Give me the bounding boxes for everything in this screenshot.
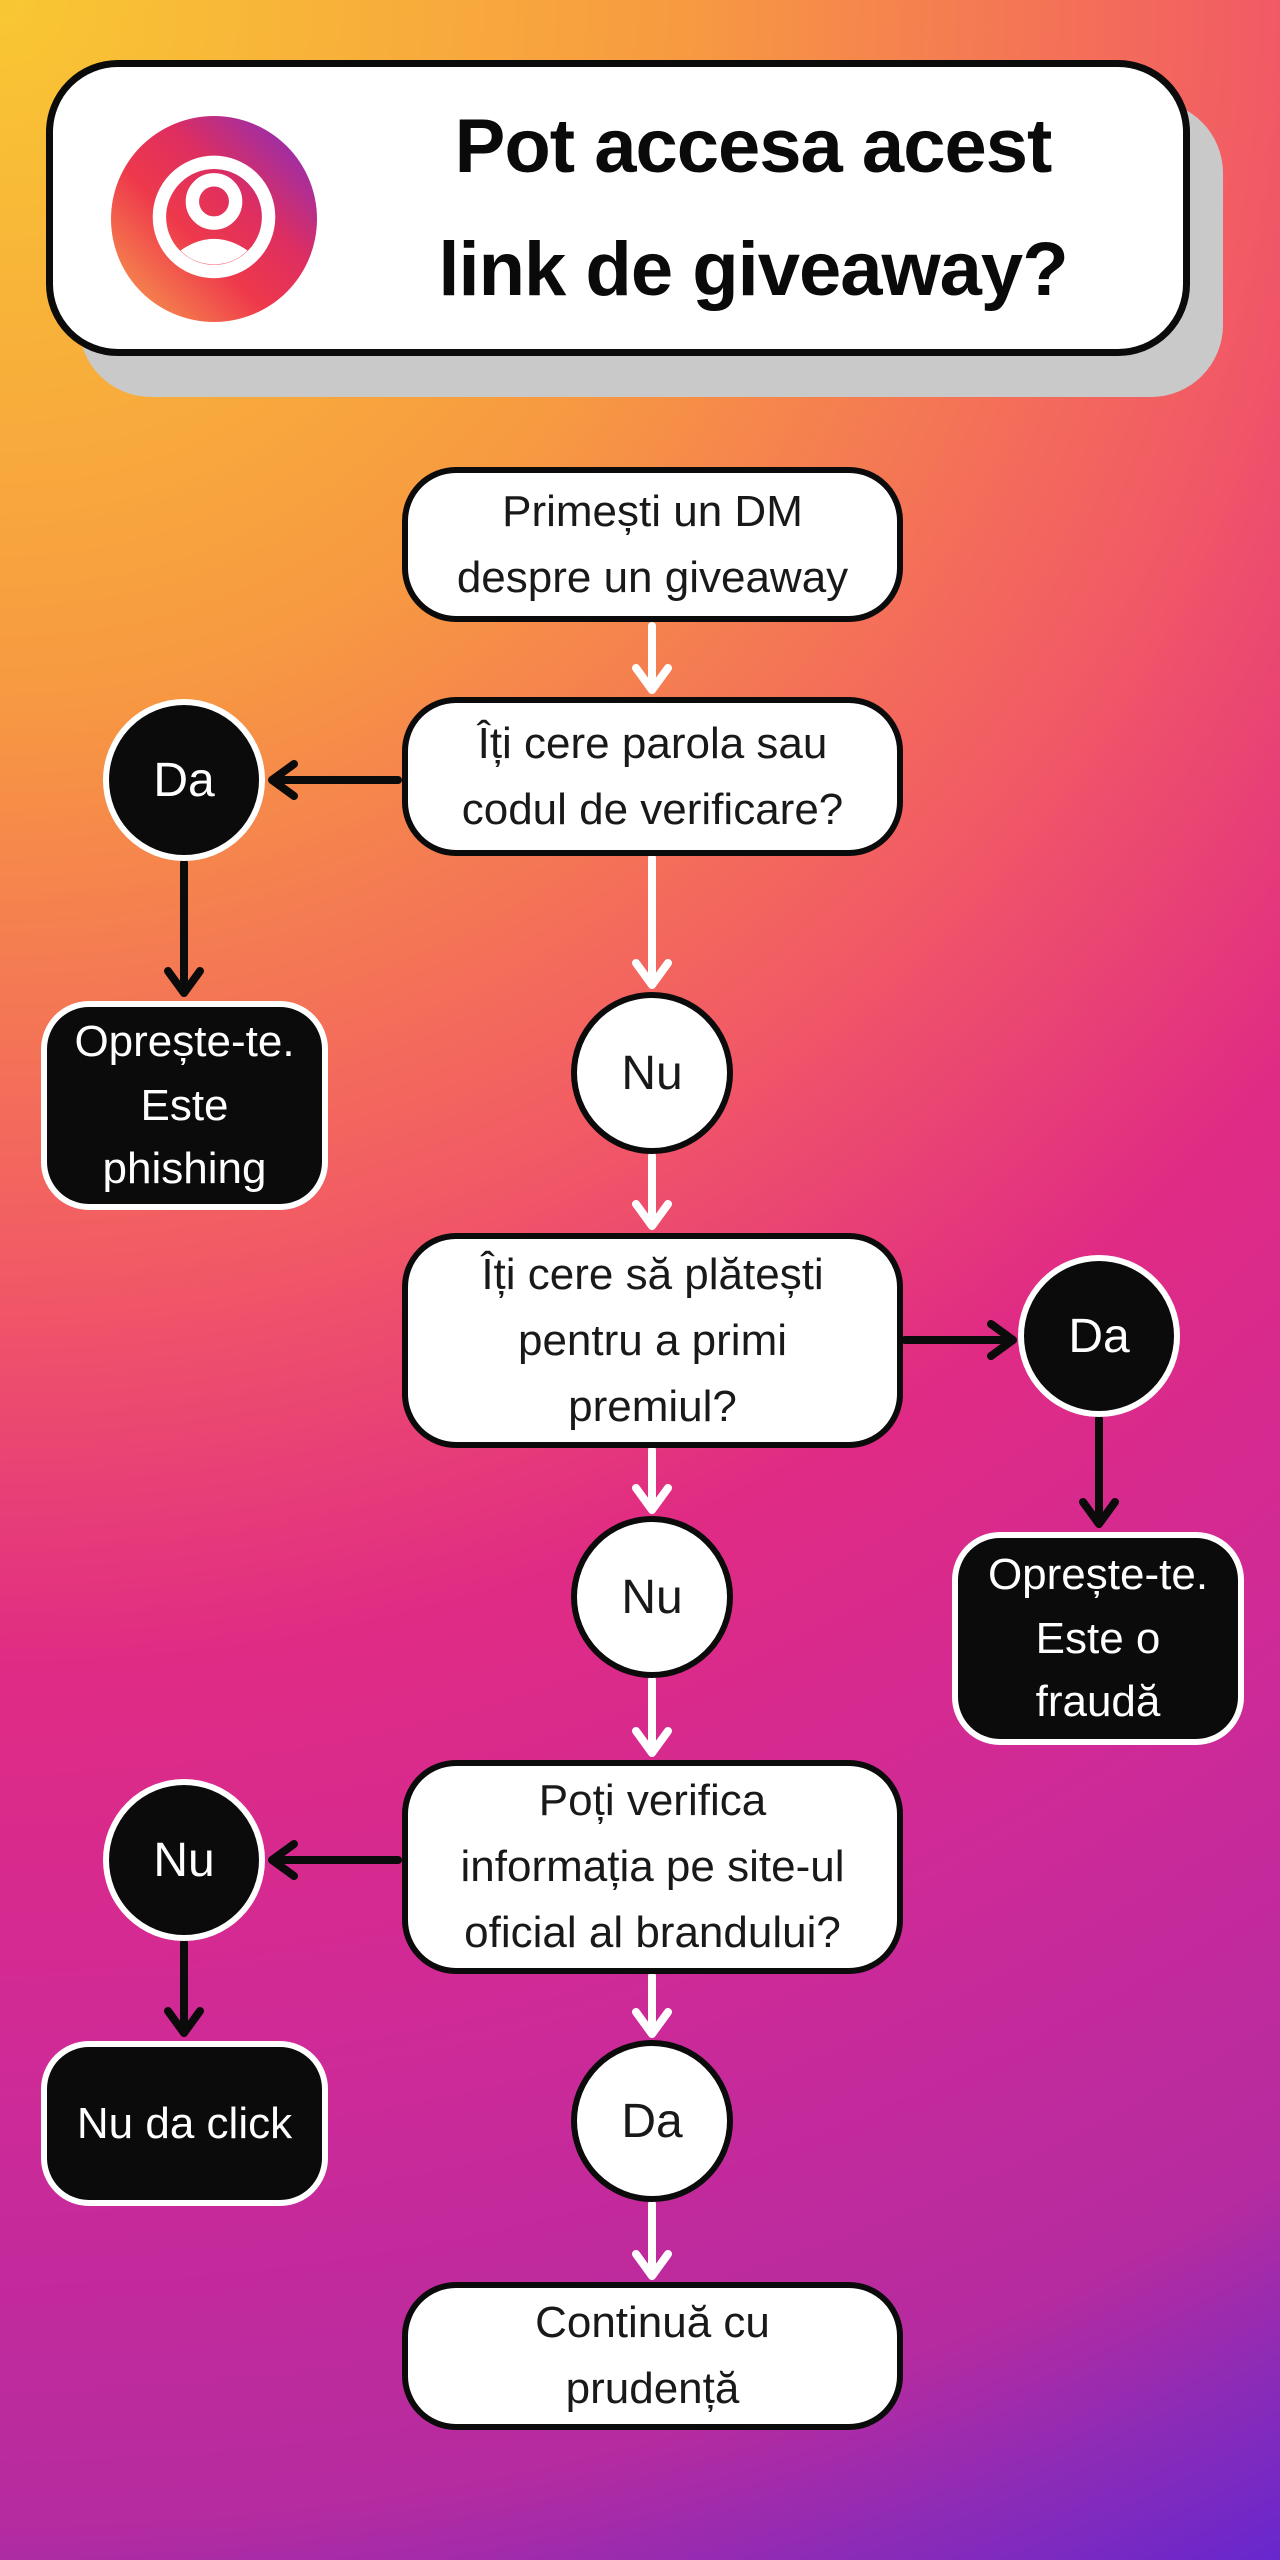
- arrow-nu-to-noclick: [164, 1939, 204, 2037]
- instagram-profile-icon: [111, 116, 317, 322]
- arrow-da-to-proceed: [632, 2200, 672, 2280]
- flow-node-ask-verify: Poți verifica informația pe site-ul ofic…: [402, 1760, 903, 1974]
- flow-node-stop-phishing: Oprește-te. Este phishing: [41, 1001, 328, 1210]
- flow-node-no-click: Nu da click: [41, 2041, 328, 2206]
- flow-node-stop-fraud: Oprește-te. Este o fraudă: [952, 1532, 1244, 1745]
- flow-node-start: Primești un DM despre un giveaway: [402, 467, 903, 622]
- arrow-password-to-nu: [632, 854, 672, 989]
- arrow-verify-to-da: [632, 1972, 672, 2038]
- arrow-start-to-password: [632, 622, 672, 694]
- arrow-password-to-da: [268, 760, 402, 800]
- arrow-nu-to-verify: [632, 1676, 672, 1757]
- flow-node-ask-payment: Îți cere să plătești pentru a primi prem…: [402, 1233, 903, 1448]
- flow-answer-nu-password: Nu: [571, 992, 733, 1154]
- page-title: Pot accesa acest link de giveaway?: [438, 103, 1068, 312]
- arrow-payment-to-nu: [632, 1446, 672, 1514]
- arrow-verify-to-nu: [268, 1840, 402, 1880]
- flow-answer-da-password: Da: [103, 699, 265, 861]
- flow-answer-da-verify: Da: [571, 2040, 733, 2202]
- flow-node-ask-password: Îți cere parola sau codul de verificare?: [402, 697, 903, 856]
- flow-answer-nu-payment: Nu: [571, 1516, 733, 1678]
- arrow-da-to-phishing: [164, 859, 204, 997]
- flow-answer-da-payment: Da: [1018, 1255, 1180, 1417]
- header-card: Pot accesa acest link de giveaway?: [46, 60, 1190, 356]
- arrow-da-to-fraud: [1079, 1415, 1119, 1528]
- arrow-payment-to-da: [901, 1320, 1017, 1360]
- flow-answer-nu-verify: Nu: [103, 1779, 265, 1941]
- arrow-nu-to-payment: [632, 1152, 672, 1230]
- flow-node-proceed: Continuă cu prudență: [402, 2282, 903, 2430]
